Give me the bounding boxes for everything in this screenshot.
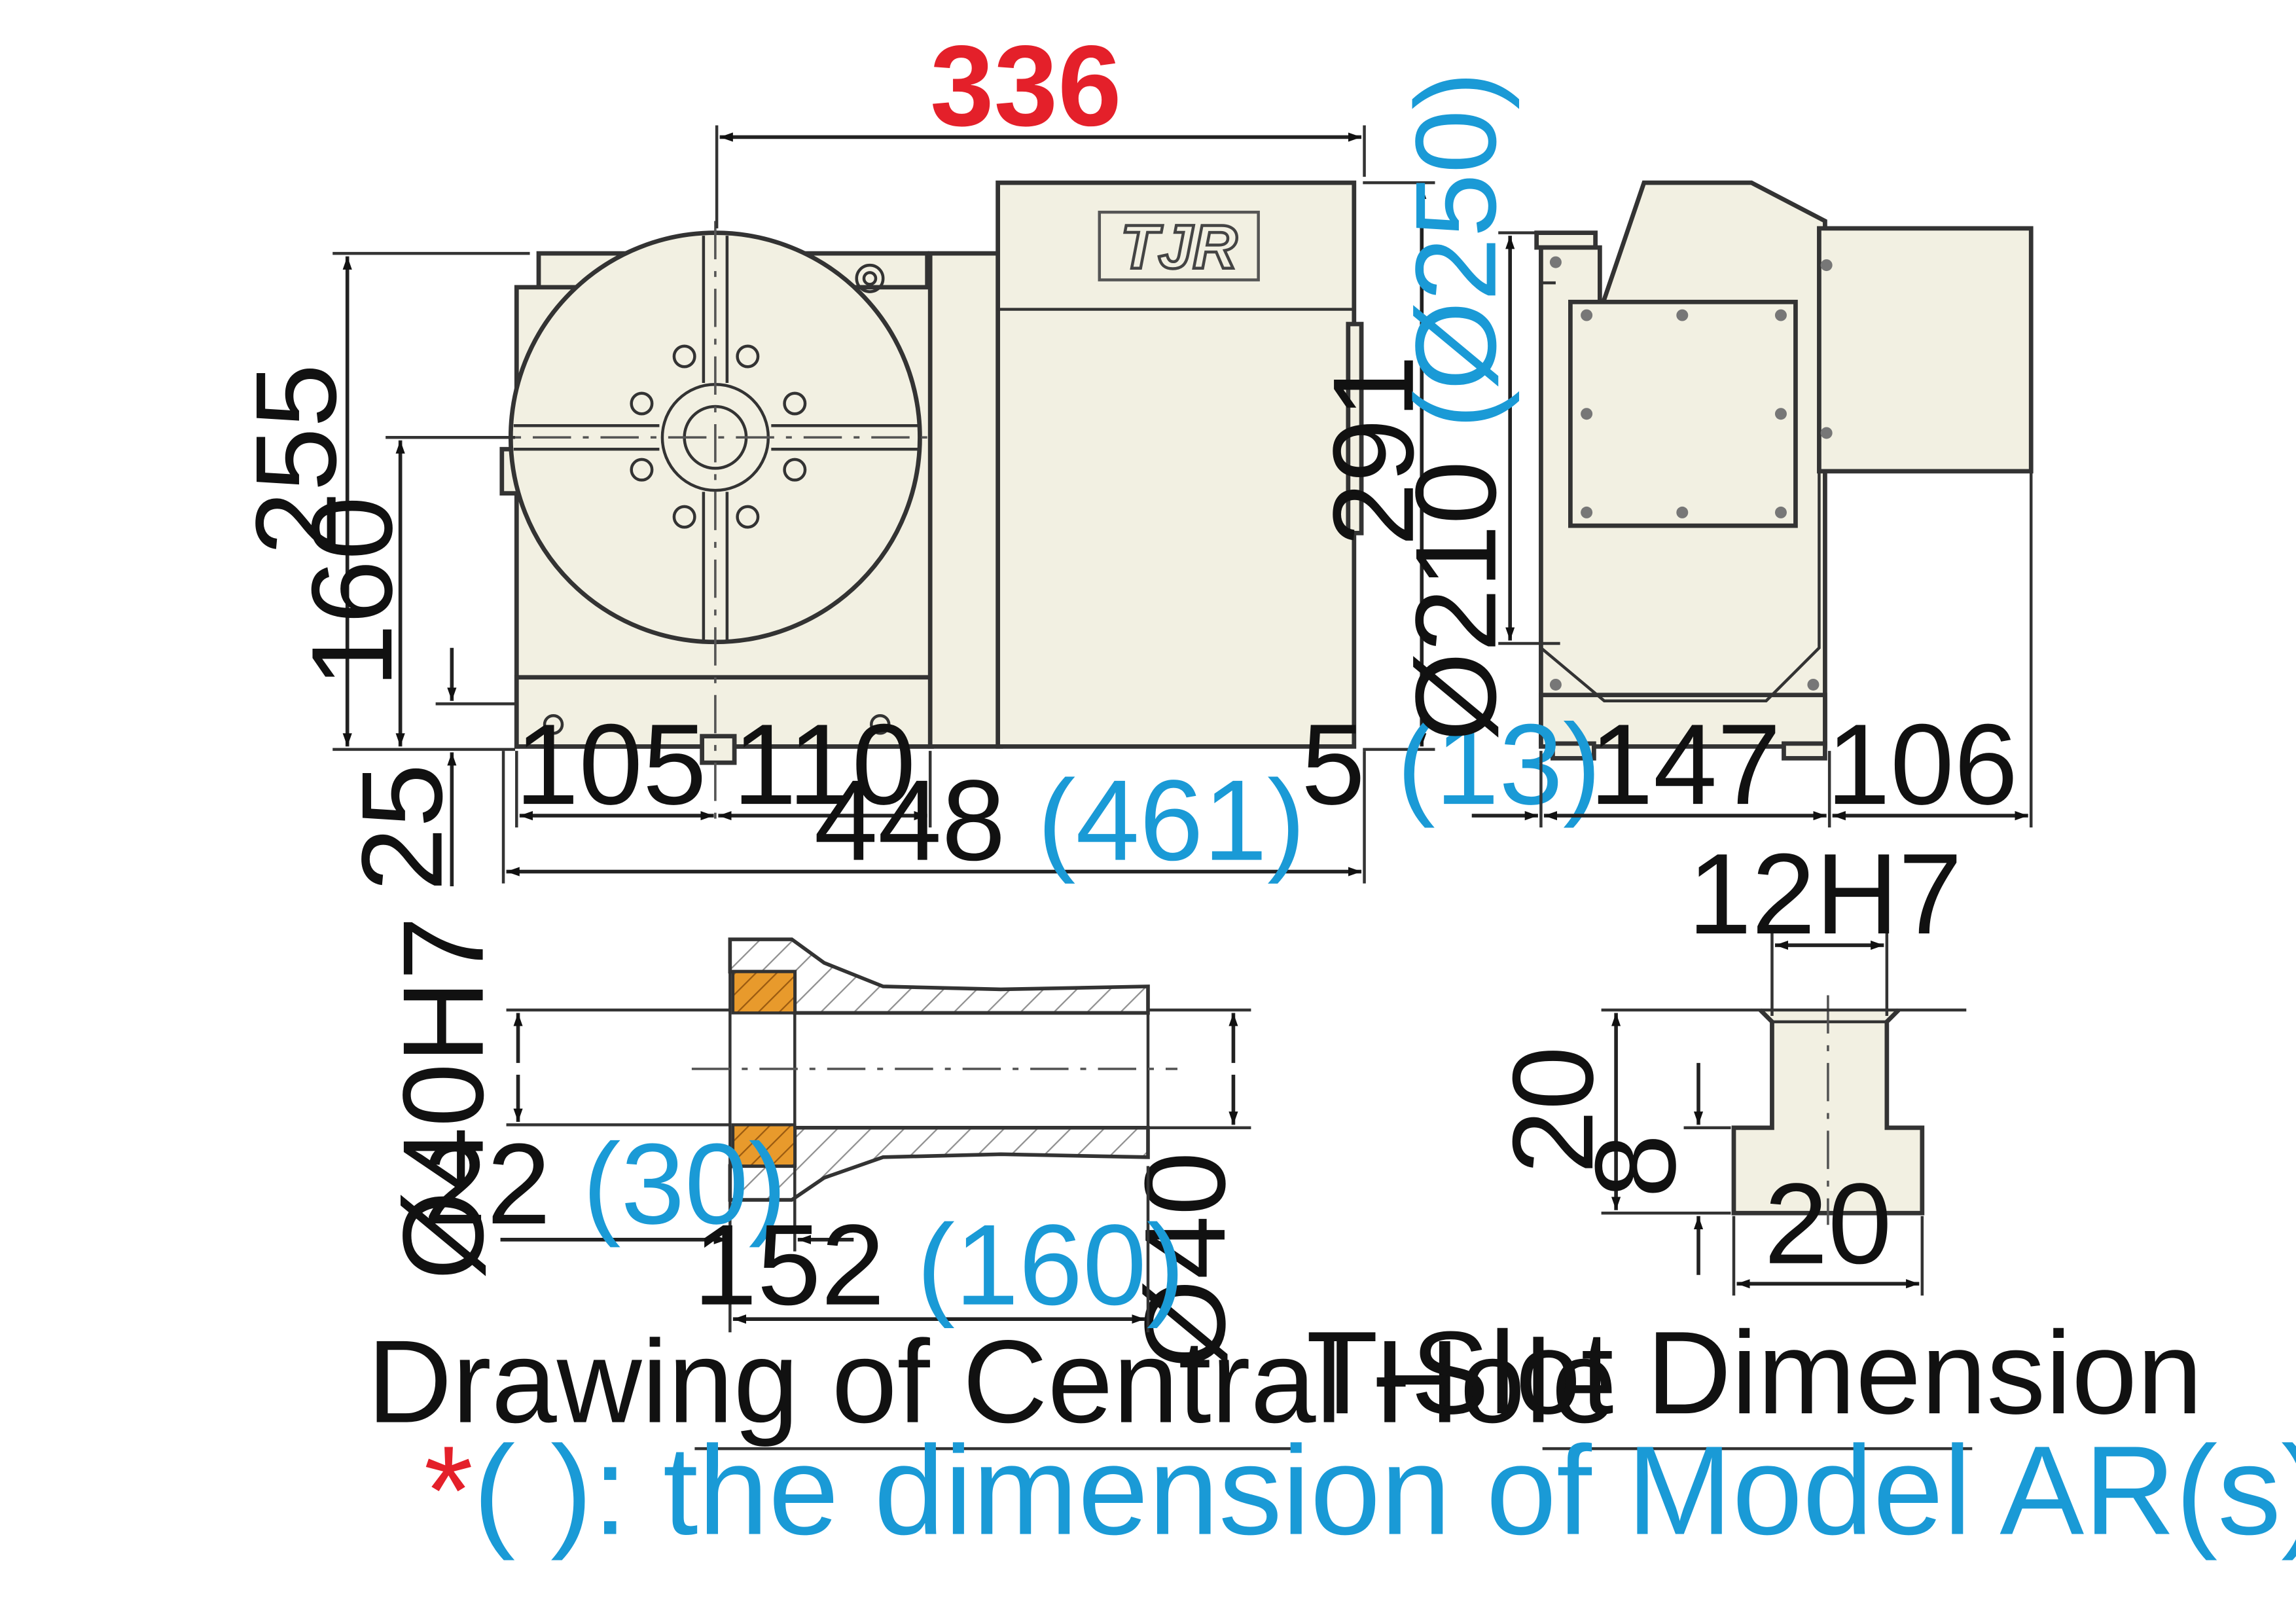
dim-outer-40: Ø40 bbox=[1121, 1151, 1249, 1369]
dim-12h7: 12H7 bbox=[1688, 830, 1962, 958]
logo-text: TJR bbox=[1121, 213, 1237, 282]
central-hole-drawing: Ø40H7 Ø40 22 (30) 152 (160) Drawing of C… bbox=[367, 916, 1617, 1451]
front-view: TJR bbox=[397, 180, 1364, 825]
dim-diameter-210: Ø210 (Ø250) bbox=[1392, 71, 1520, 742]
dim-147: 147 bbox=[1589, 700, 1781, 829]
dim-152: 152 (160) bbox=[693, 1201, 1185, 1329]
dim-291: 291 bbox=[1310, 355, 1438, 547]
side-dimensions: Ø210 (Ø250) 147 106 bbox=[1392, 71, 2033, 829]
central-hole-caption: Drawing of Central Hole bbox=[367, 1316, 1617, 1448]
dim-106: 106 bbox=[1827, 700, 2018, 829]
dim-336: 336 bbox=[930, 22, 1122, 150]
t-slot-drawing: 12H7 20 8 20 T-Slot Dimension bbox=[1306, 830, 2203, 1451]
dim-25: 25 bbox=[338, 764, 467, 892]
dim-105: 105 bbox=[515, 700, 707, 829]
dim-448: 448 (461) bbox=[814, 757, 1306, 885]
t-slot-caption: T-Slot Dimension bbox=[1306, 1307, 2203, 1439]
footnote: *( ): the dimension of Model AR(s)-250R bbox=[424, 1419, 2296, 1561]
dim-255: 255 bbox=[232, 364, 361, 556]
dim-bore-40h7: Ø40H7 bbox=[380, 916, 508, 1280]
front-dimensions: 336 255 160 25 291 105 110 448 (461) 5 bbox=[232, 22, 1602, 891]
dim-110: 110 bbox=[732, 700, 916, 829]
dim-160: 160 bbox=[288, 496, 416, 688]
dim-t-slot-20-height: 20 bbox=[1489, 1046, 1617, 1174]
footnote-text: *( ): the dimension of Model AR(s)-250R bbox=[424, 1419, 2296, 1561]
side-view bbox=[1534, 180, 2034, 761]
dim-t-slot-8: 8 bbox=[1571, 1134, 1700, 1199]
dim-22: 22 (30) bbox=[423, 1120, 787, 1248]
dim-5: 5 (13) bbox=[1301, 700, 1601, 829]
dim-t-slot-20-width: 20 bbox=[1764, 1160, 1892, 1288]
tjr-logo: TJR bbox=[1098, 210, 1260, 283]
